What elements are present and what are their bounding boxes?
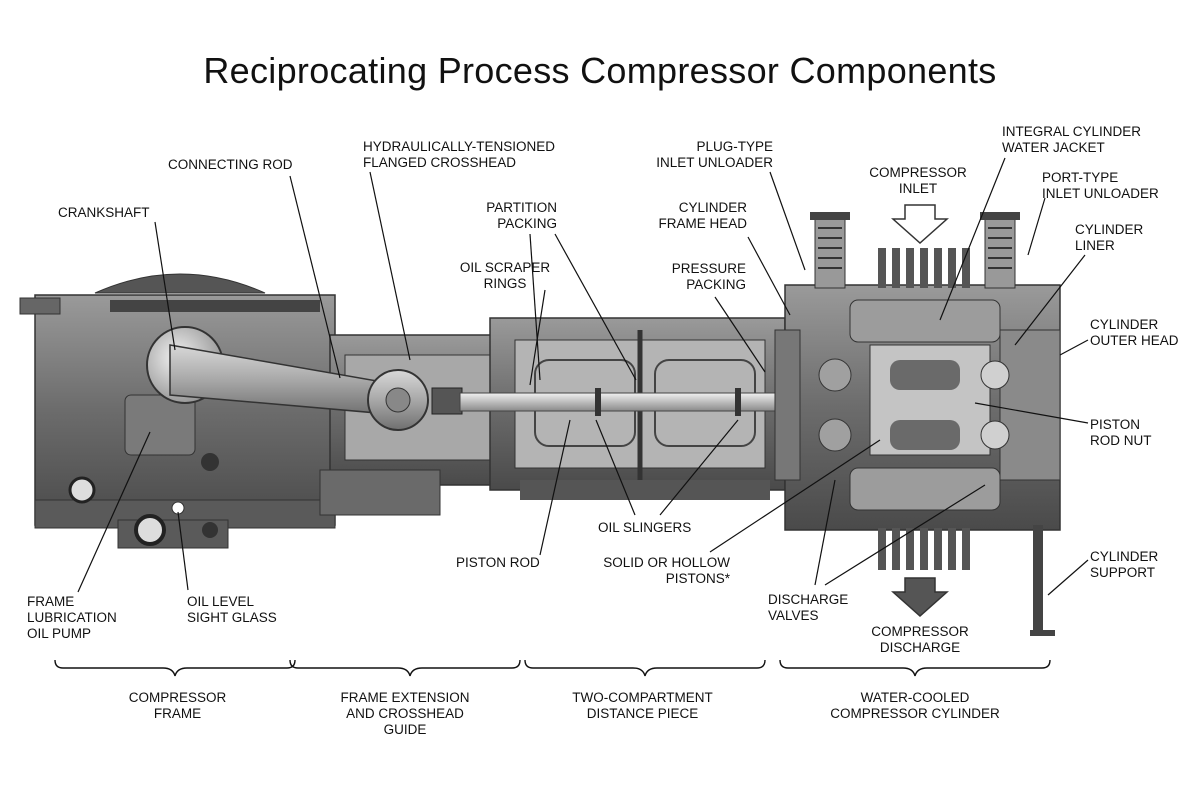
section-compressor-frame: COMPRESSOR FRAME [128,690,227,721]
label-cylinder-liner: CYLINDER LINER [1075,222,1144,253]
discharge-arrow [891,577,949,618]
inlet-arrow [891,204,949,245]
label-piston-rod-nut: PISTON ROD NUT [1090,417,1152,448]
diagram-title: Reciprocating Process Compressor Compone… [203,50,997,91]
label-compressor-discharge: COMPRESSOR DISCHARGE [871,624,969,655]
compressor-cylinder-shape [774,284,1061,531]
label-partition-packing: PARTITION PACKING [486,200,557,231]
port-type-unloader-shape [980,212,1020,289]
plug-type-unloader-shape [810,212,850,289]
leader-lines [77,157,1089,596]
cylinder-support-shape [1030,525,1055,636]
label-plug-type-unloader: PLUG-TYPE INLET UNLOADER [656,139,773,170]
label-discharge-valves: DISCHARGE VALVES [768,592,849,623]
label-crankshaft: CRANKSHAFT [58,205,150,220]
label-oil-slingers: OIL SLINGERS [598,520,692,535]
section-frame-extension: FRAME EXTENSION AND CROSSHEAD GUIDE [340,690,470,737]
cooling-fins-top [878,248,970,288]
section-compressor-cylinder: WATER-COOLED COMPRESSOR CYLINDER [830,690,1000,721]
label-oil-level-sight-glass: OIL LEVEL SIGHT GLASS [187,594,277,625]
label-cylinder-outer-head: CYLINDER OUTER HEAD [1090,317,1179,348]
compressor-frame-shape [19,273,336,549]
label-crosshead: HYDRAULICALLY-TENSIONED FLANGED CROSSHEA… [363,139,556,170]
cooling-fins-bottom [878,528,970,570]
label-oil-scraper-rings: OIL SCRAPER RINGS [459,260,551,291]
label-piston-rod: PISTON ROD [456,555,540,570]
label-frame-lubrication-oil-pump: FRAME LUBRICATION OIL PUMP [27,594,117,641]
label-cylinder-support: CYLINDER SUPPORT [1090,549,1159,580]
label-water-jacket: INTEGRAL CYLINDER WATER JACKET [1002,124,1142,155]
label-compressor-inlet: COMPRESSOR INLET [869,165,967,196]
section-distance-piece: TWO-COMPARTMENT DISTANCE PIECE [572,690,713,721]
label-connecting-rod: CONNECTING ROD [168,157,293,172]
section-braces [54,659,1051,677]
label-port-type-unloader: PORT-TYPE INLET UNLOADER [1042,170,1159,201]
label-cylinder-frame-head: CYLINDER FRAME HEAD [658,200,747,231]
label-pistons: SOLID OR HOLLOW PISTONS* [603,555,730,586]
label-pressure-packing: PRESSURE PACKING [671,261,746,292]
